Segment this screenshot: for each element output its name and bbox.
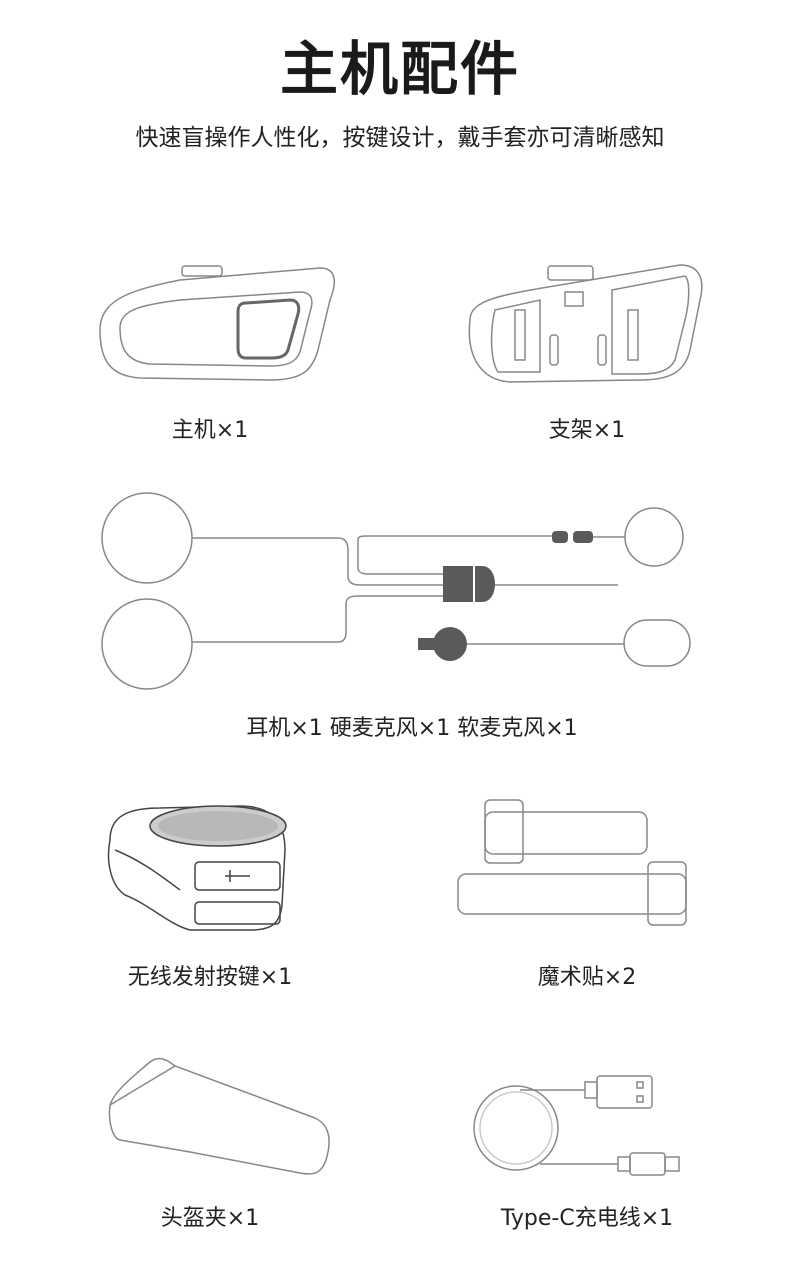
item-label-host: 主机×1 — [171, 418, 249, 443]
earphones-microphones-icon — [101, 492, 691, 690]
page-title: 主机配件 — [279, 35, 520, 103]
item-label-cable: Type-C充电线×1 — [500, 1206, 674, 1231]
page-subtitle: 快速盲操作人性化，按键设计，戴手套亦可清晰感知 — [135, 125, 665, 151]
mount-bracket-icon — [468, 264, 703, 383]
item-label-bracket: 支架×1 — [548, 418, 626, 443]
wireless-remote-button-icon — [107, 805, 287, 931]
helmet-clip-icon — [108, 1057, 330, 1175]
item-label-earphones: 耳机×1 硬麦克风×1 软麦克风×1 — [246, 716, 578, 741]
host-device-icon — [99, 265, 336, 381]
item-label-helmet-clip: 头盔夹×1 — [160, 1206, 260, 1231]
velcro-strips-icon — [457, 799, 687, 926]
item-label-velcro: 魔术贴×2 — [537, 965, 637, 990]
item-label-remote: 无线发射按键×1 — [127, 965, 293, 990]
type-c-cable-icon — [473, 1075, 680, 1176]
